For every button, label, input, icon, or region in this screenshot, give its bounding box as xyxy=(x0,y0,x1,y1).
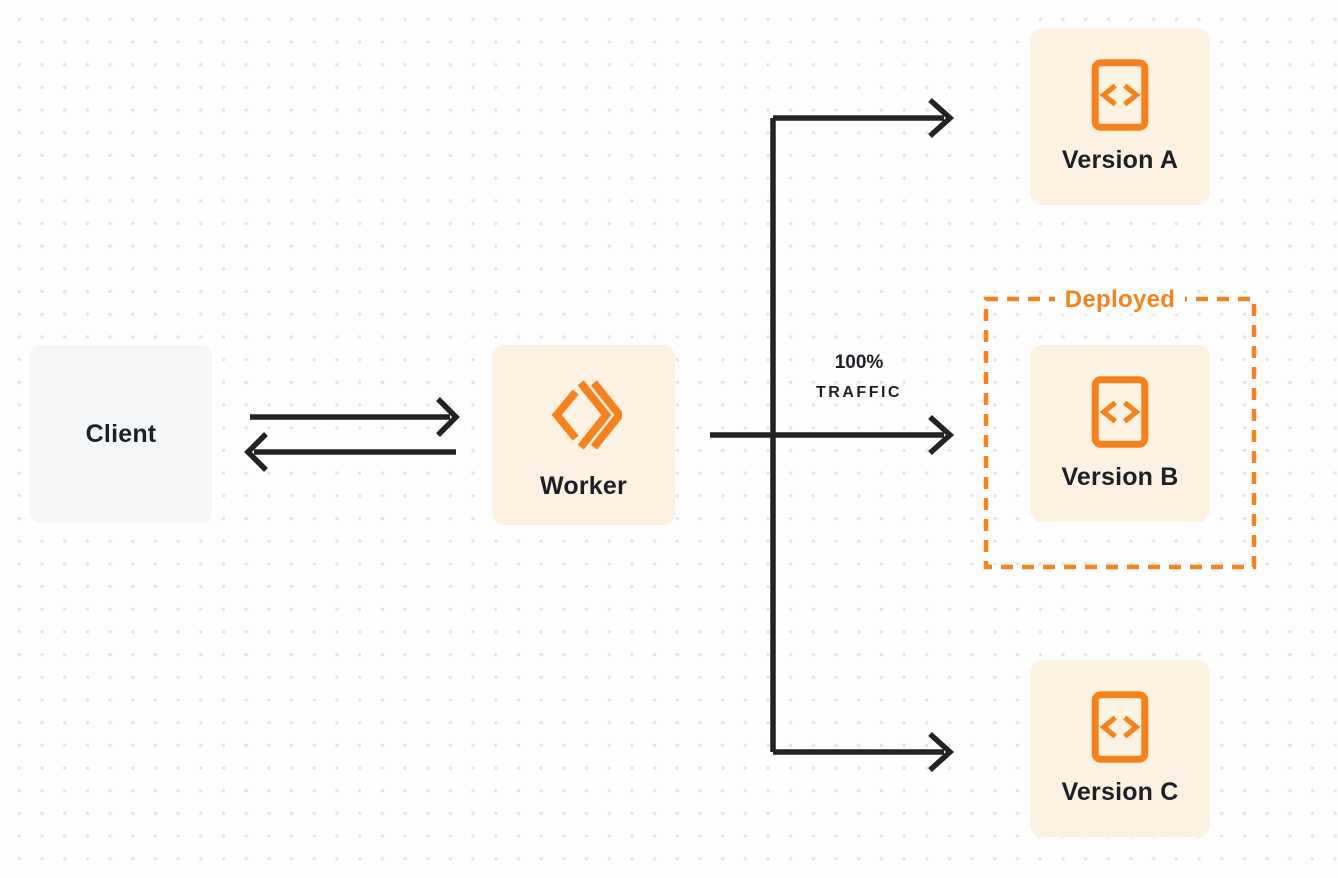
version-b-label: Version B xyxy=(1061,463,1179,491)
worker-node: Worker xyxy=(492,345,675,525)
client-label: Client xyxy=(85,419,157,448)
client-to-worker-arrow xyxy=(250,397,460,437)
traffic-percent-text: 100% xyxy=(834,352,884,373)
version-c-node: Version C xyxy=(1030,660,1210,837)
version-c-label: Version C xyxy=(1061,778,1179,806)
cloudflare-workers-icon xyxy=(546,374,622,456)
worker-branch-lines xyxy=(710,97,955,773)
worker-to-client-arrow xyxy=(244,432,456,472)
worker-label: Worker xyxy=(540,471,627,500)
version-a-label: Version A xyxy=(1061,146,1179,174)
traffic-percentage-label: 100% TRAFFIC xyxy=(788,351,930,407)
code-file-icon xyxy=(1091,58,1149,132)
version-a-node: Version A xyxy=(1030,28,1210,205)
version-b-node: Version B xyxy=(1030,345,1210,522)
client-node: Client xyxy=(30,345,212,523)
code-file-icon xyxy=(1091,375,1149,449)
code-file-icon xyxy=(1091,690,1149,764)
traffic-word-text: TRAFFIC xyxy=(816,384,902,401)
